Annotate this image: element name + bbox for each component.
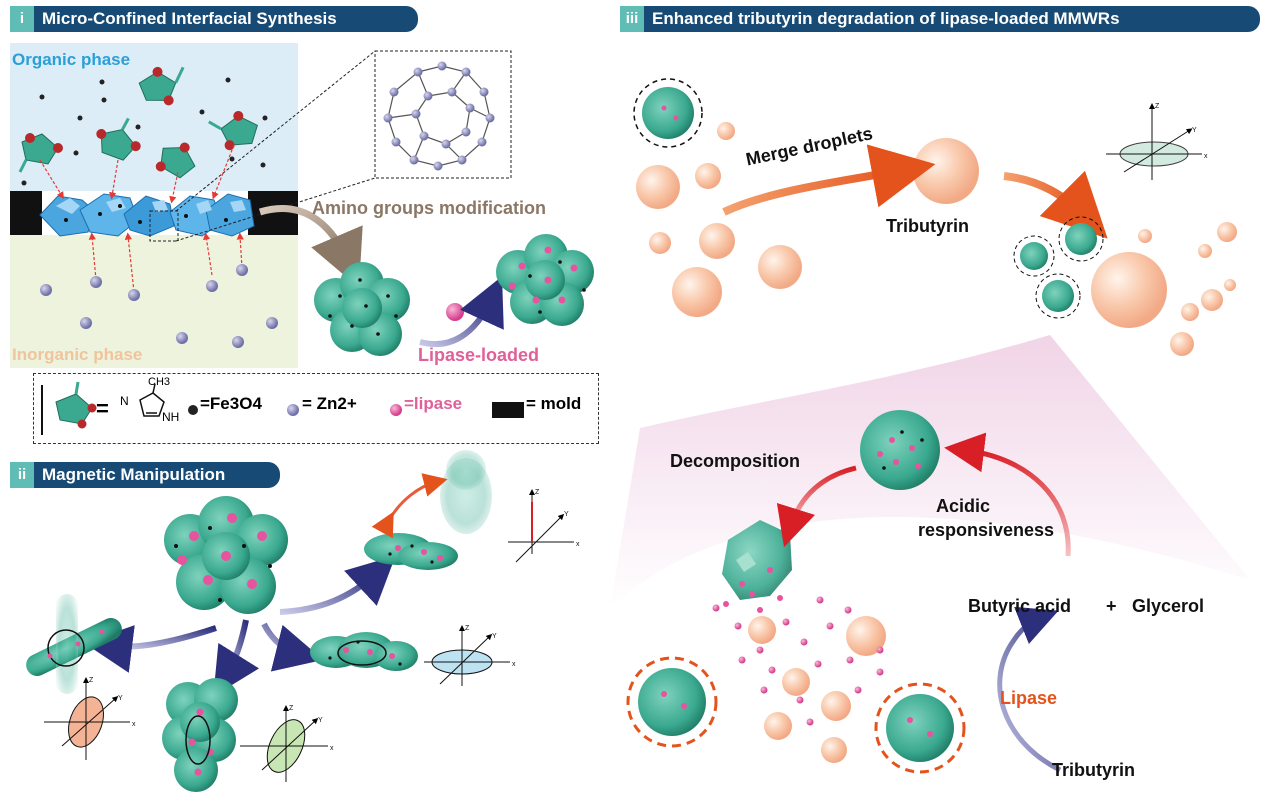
panel-iii-graphics <box>610 78 1250 774</box>
mof-small-trio <box>1013 216 1104 319</box>
arrow-decomposition <box>776 465 857 548</box>
axis-z-label: Z <box>1155 103 1160 110</box>
arrow-lipase-loading <box>419 276 504 348</box>
legend-zn: = Zn2+ <box>302 394 357 413</box>
panel-iii-title: Enhanced tributyrin degradation of lipas… <box>652 9 1120 28</box>
panel-ii-graphics <box>26 450 574 792</box>
legend-imidazole-structure <box>139 383 165 417</box>
organic-phase-label: Organic phase <box>12 50 131 69</box>
panel-ii-header: ii Magnetic Manipulation <box>10 462 280 488</box>
axis-y-label: Y <box>1192 127 1197 134</box>
glycerol-label: Glycerol <box>1132 596 1205 616</box>
arrow-merge-droplets <box>722 144 936 216</box>
axis-x-label: x <box>512 661 516 668</box>
diffusion-lines <box>39 144 244 293</box>
axis-z-label: Z <box>89 677 94 684</box>
axis-z-label: Z <box>465 625 470 632</box>
decomposition-label: Decomposition <box>670 451 801 471</box>
mof-vertical-cluster <box>162 678 238 792</box>
zoom-box-small <box>149 210 179 242</box>
axes-icon-c <box>44 677 130 760</box>
responsiveness-label: responsiveness <box>918 520 1055 540</box>
axis-y-label: Y <box>318 717 323 724</box>
axes-icon-d <box>240 705 328 782</box>
legend-zn-icon <box>287 404 299 416</box>
axis-y-label: Y <box>564 511 569 518</box>
organic-phase-region <box>10 43 298 191</box>
plus-sign: + <box>1106 596 1117 616</box>
panel-iii-header: iii Enhanced tributyrin degradation of l… <box>620 6 1260 32</box>
axes-icon-b <box>424 625 510 686</box>
arrow-acidic-response <box>944 432 1071 557</box>
tributyrin-bottom-label: Tributyrin <box>1052 760 1136 780</box>
mof-spinning-bottom-right <box>874 682 966 774</box>
legend: = CH3 N NH =Fe3O4 = Zn2+ =lipase = mold <box>33 373 599 444</box>
legend-lipase: =lipase <box>404 394 463 413</box>
axes-icon-top <box>1106 103 1202 180</box>
fe3o4-particles <box>21 77 268 186</box>
axis-y-label: Y <box>118 695 123 702</box>
mold-left <box>10 191 42 235</box>
droplets-bottom <box>748 616 886 763</box>
mof-cluster-flipping <box>364 450 492 570</box>
droplet-tributyrin-top <box>913 138 979 204</box>
axis-x-label: x <box>576 541 580 548</box>
legend-fe3o4-icon <box>188 405 198 415</box>
panel-iii-number: iii <box>620 6 644 32</box>
panel-i-title: Micro-Confined Interfacial Synthesis <box>42 9 337 28</box>
axis-y-label: Y <box>492 633 497 640</box>
panel-ii-number: ii <box>10 462 34 488</box>
axis-x-label: x <box>132 721 136 728</box>
axis-z-label: Z <box>535 489 540 496</box>
droplets-left <box>636 122 802 317</box>
legend-imidazole-icon <box>55 381 97 429</box>
inorganic-phase-region <box>10 235 298 368</box>
panel-ii-title: Magnetic Manipulation <box>42 465 226 484</box>
zif-crystal-layer <box>39 193 255 237</box>
imidazole-molecules <box>18 66 258 179</box>
legend-equals: = <box>96 396 109 421</box>
arrow-amino-modification <box>258 205 363 288</box>
mold-right <box>248 191 298 235</box>
tributyrin-top-label: Tributyrin <box>886 216 970 236</box>
legend-fe3o4: =Fe3O4 <box>200 394 262 413</box>
axes-icon-a <box>508 489 574 563</box>
legend-mold: = mold <box>526 394 582 413</box>
mof-decomposed <box>722 520 792 613</box>
arrow-to-assembly <box>1003 170 1108 239</box>
lipase-dots-bottom <box>712 596 884 726</box>
mof-cluster-spinning <box>310 632 418 671</box>
legend-nh: NH <box>162 410 180 424</box>
legend-ch3: CH3 <box>148 376 171 388</box>
mof-big-center <box>860 410 940 490</box>
inorganic-phase-label: Inorganic phase <box>12 345 143 364</box>
legend-lipase-icon <box>390 404 402 416</box>
axis-x-label: x <box>330 745 334 752</box>
mof-cluster-loaded <box>496 234 594 326</box>
mof-cluster-center <box>164 496 288 614</box>
acidic-label: Acidic <box>936 496 991 516</box>
lipase-label: Lipase <box>1000 688 1058 708</box>
axis-z-label: Z <box>289 705 294 712</box>
arrow-lipase-catalysis <box>997 606 1062 773</box>
panel-i-reactor <box>10 43 298 368</box>
amino-modification-label: Amino groups modification <box>312 198 546 218</box>
panel-i-number: i <box>10 6 34 32</box>
mof-rod-cluster <box>26 594 122 694</box>
mof-spinning-bottom-left <box>626 656 718 748</box>
lipase-loaded-label: Lipase-loaded <box>418 345 540 365</box>
lipase-molecule <box>446 303 464 321</box>
panel-i-header: i Micro-Confined Interfacial Synthesis <box>10 6 418 32</box>
mof-cluster-plain <box>314 262 410 356</box>
droplets-right <box>1091 222 1237 356</box>
zif-lattice-inset <box>175 50 512 242</box>
legend-n: N <box>120 394 129 408</box>
mof-small-top <box>633 78 703 148</box>
legend-mold-icon <box>492 402 524 418</box>
zn-ions <box>40 264 278 348</box>
butyric-acid-label: Butyric acid <box>968 596 1072 616</box>
axis-x-label: x <box>1204 153 1208 160</box>
